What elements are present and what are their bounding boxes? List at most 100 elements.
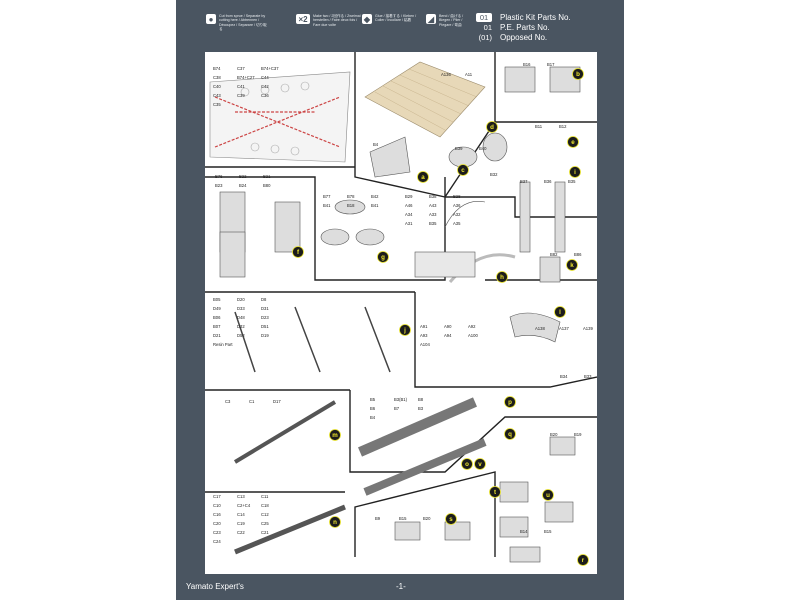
part-label-h_parts: A35 — [453, 221, 461, 226]
svg-text:g: g — [381, 254, 385, 261]
svg-text:e: e — [571, 139, 575, 146]
svg-text:s: s — [449, 516, 453, 523]
part-label-n_parts: C20 — [213, 521, 221, 526]
part-label-j_parts: D23 — [261, 315, 269, 320]
part-label-j_parts: B05 — [213, 297, 221, 302]
assembly-parts-drawings — [219, 66, 581, 563]
part-label-n_parts: C19 — [237, 521, 245, 526]
part-label-c_parts: B40 — [479, 146, 487, 151]
legend-make-two: ×2 Make two / 2回作る / Zweimal herstellen … — [296, 14, 361, 27]
part-label-misc_parts: A104 — [420, 342, 430, 347]
step-badge-i: i — [569, 166, 581, 178]
part-label-h_parts: A34 — [405, 212, 413, 217]
part-label-j_parts: B07 — [213, 324, 221, 329]
step-badge-q: q — [504, 428, 516, 440]
part-label-b_parts: B17 — [547, 62, 555, 67]
page-number: -1- — [396, 582, 406, 591]
part-label-a_parts: C38 — [213, 75, 221, 80]
part-label-h_parts: A32 — [453, 212, 461, 217]
step-badge-v: v — [474, 458, 486, 470]
part-label-n_parts: C13 — [237, 494, 245, 499]
part-label-e_parts: B11 — [535, 124, 543, 129]
step-badge-c: c — [457, 164, 469, 176]
step-badge-l: l — [554, 306, 566, 318]
step-badge-p: p — [504, 396, 516, 408]
part-label-n_parts: C24 — [213, 539, 221, 544]
part-label-h_parts: A46 — [405, 203, 413, 208]
part-label-n_parts: C17 — [213, 494, 221, 499]
part-label-h_parts: A31 — [405, 221, 413, 226]
part-label-o_parts: B3 — [418, 406, 424, 411]
part-label-misc_parts: A100 — [468, 333, 478, 338]
legend-make-two-text: Make two / 2回作る / Zweimal herstellen / F… — [313, 14, 361, 27]
legend-bend-text: Bend / 曲げる / Biegen / Plier / Piegare / … — [439, 14, 464, 27]
part-label-misc_parts: A93 — [420, 333, 428, 338]
legend-cut-text: Cut from sprue / Separate by cutting her… — [219, 14, 267, 31]
part-label-f_parts: B23 — [215, 183, 223, 188]
legend-glue-text: Glue / 接着する / Kleben / Coller / Incollar… — [375, 14, 417, 23]
svg-text:d: d — [490, 124, 494, 131]
part-label-v_parts: B15 — [544, 529, 552, 534]
part-label-a_parts: B74 — [213, 66, 221, 71]
step-badge-r: r — [577, 554, 589, 566]
step-badge-j: j — [399, 324, 411, 336]
part-label-l_parts: A138 — [535, 326, 545, 331]
part-label-e_parts: B12 — [559, 124, 567, 129]
plastic-parts-label: Plastic Kit Parts No. — [500, 12, 571, 22]
part-label-j_parts: D8 — [261, 297, 267, 302]
svg-text:h: h — [500, 274, 504, 281]
instruction-header: ● Cut from sprue / Separate by cutting h… — [176, 0, 624, 52]
part-label-g_parts: B41 — [323, 203, 331, 208]
part-label-f_parts: B22 — [239, 174, 247, 179]
part-label-s_parts: B9 — [375, 516, 381, 521]
part-label-q_parts: B20 — [550, 432, 558, 437]
part-label-o_parts: B4 — [370, 415, 376, 420]
part-label-a_parts: C37 — [237, 66, 245, 71]
part-label-h_parts: A33 — [429, 212, 437, 217]
legend-cut: ● Cut from sprue / Separate by cutting h… — [206, 14, 267, 31]
part-label-b_parts: B16 — [523, 62, 531, 67]
page-footer: Yamato Expert's -1- — [176, 578, 624, 596]
part-label-s_parts: B15 — [399, 516, 407, 521]
part-label-i_parts: B36 — [544, 179, 552, 184]
part-label-misc_parts: A92 — [468, 324, 476, 329]
svg-text:j: j — [403, 327, 406, 334]
svg-text:a: a — [421, 174, 425, 181]
part-label-g_parts: B78 — [347, 194, 355, 199]
part-label-j_parts: Resin Part — [213, 342, 233, 347]
part-label-b2_parts: B4 — [373, 142, 379, 147]
step-badge-e: e — [567, 136, 579, 148]
part-label-j_parts: D51 — [261, 324, 269, 329]
part-label-o_parts: B3(B1) — [394, 397, 408, 402]
part-label-misc_parts: A94 — [444, 333, 452, 338]
part-label-g_parts: B41 — [371, 203, 379, 208]
part-label-a_parts: C44 — [261, 75, 269, 80]
part-label-g_parts: B42 — [371, 194, 379, 199]
part-label-d_parts: B32 — [490, 172, 498, 177]
part-label-k_parts: B86 — [574, 252, 582, 257]
part-label-j_parts: D52 — [237, 333, 245, 338]
part-label-n_parts: C18 — [261, 503, 269, 508]
part-label-j_parts: D21 — [213, 333, 221, 338]
svg-text:m: m — [332, 432, 338, 439]
part-label-i_parts: B37 — [520, 179, 528, 184]
part-label-v_parts: B14 — [520, 529, 528, 534]
part-label-m_parts: C3 — [225, 399, 231, 404]
svg-text:n: n — [333, 519, 337, 526]
part-label-h_parts: B38 — [429, 194, 437, 199]
step-a-hull-bottom — [209, 71, 351, 163]
part-label-a_parts: C41 — [237, 84, 245, 89]
part-label-o_parts: B8 — [418, 397, 424, 402]
part-label-g_parts: B77 — [323, 194, 331, 199]
part-label-h_parts: B35 — [429, 221, 437, 226]
svg-text:u: u — [546, 492, 550, 499]
svg-text:b: b — [576, 71, 580, 78]
part-label-a_parts: C39 — [237, 93, 245, 98]
step-badge-u: u — [542, 489, 554, 501]
part-label-h_parts: B28 — [453, 194, 461, 199]
step-badge-f: f — [292, 246, 304, 258]
part-label-h_parts: A36 — [453, 203, 461, 208]
part-label-q_parts: B19 — [574, 432, 582, 437]
